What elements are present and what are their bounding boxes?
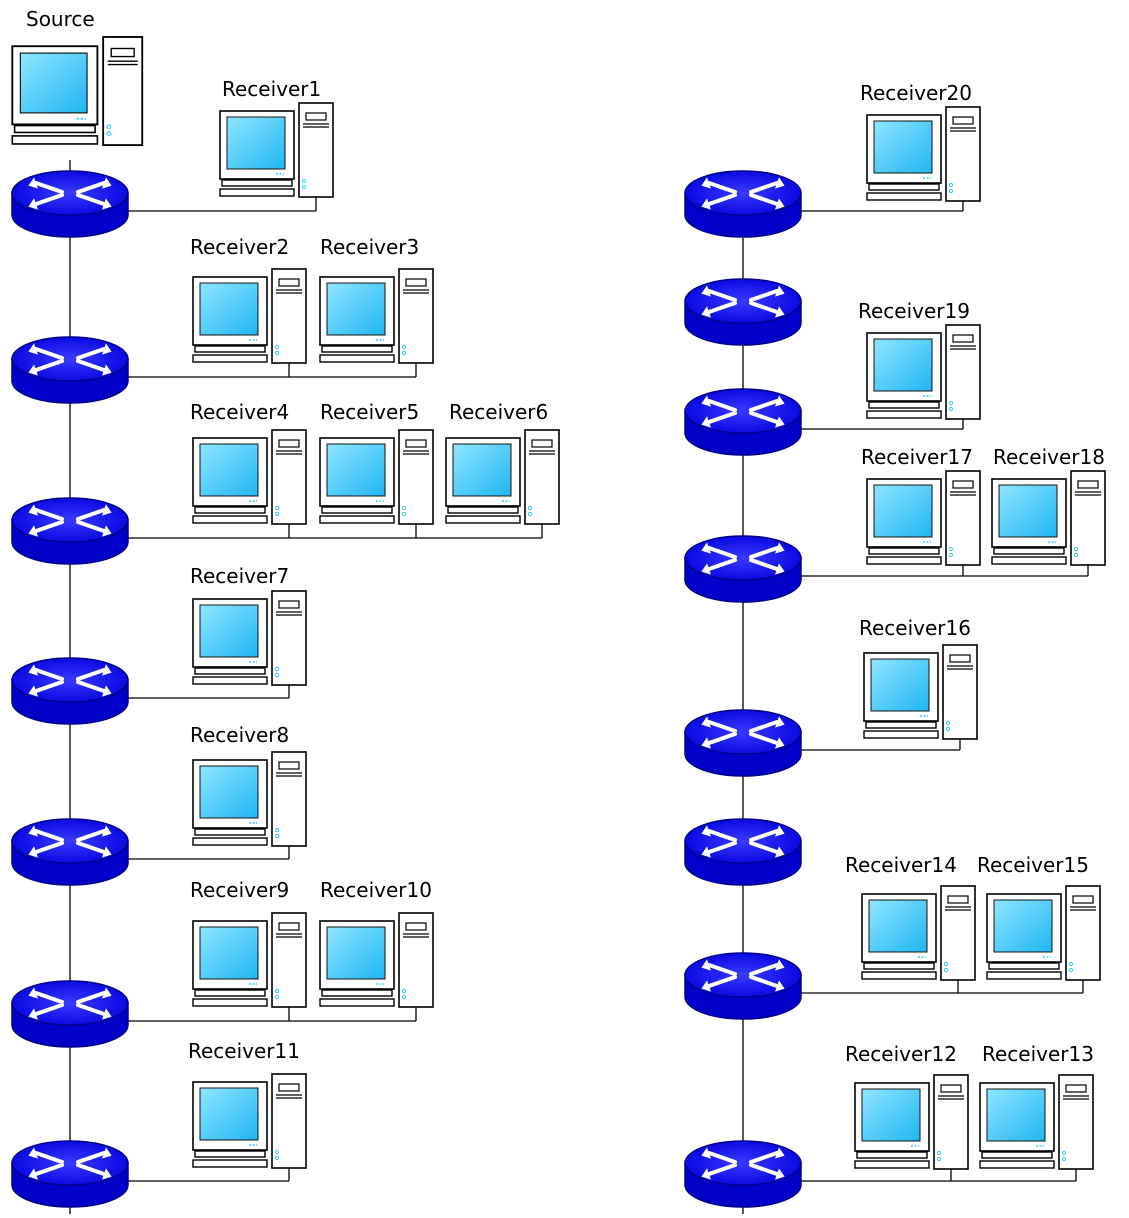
router-icon-right-8 xyxy=(684,1140,802,1208)
r4-label: Receiver4 xyxy=(190,400,289,424)
r19-label: Receiver19 xyxy=(858,299,970,323)
r17-computer-icon xyxy=(866,470,981,566)
router-icon-right-1 xyxy=(684,170,802,238)
router-icon-right-5 xyxy=(684,709,802,777)
r14-computer-icon xyxy=(861,885,976,981)
router-icon-right-4 xyxy=(684,535,802,603)
r19-computer-icon xyxy=(866,324,981,420)
router-icon-left-5 xyxy=(11,818,129,886)
r8-label: Receiver8 xyxy=(190,723,289,747)
r14-label: Receiver14 xyxy=(845,853,957,877)
r8-computer-icon xyxy=(192,751,307,847)
r9-computer-icon xyxy=(192,912,307,1008)
r12-label: Receiver12 xyxy=(845,1042,957,1066)
r17-label: Receiver17 xyxy=(861,445,973,469)
r20-computer-icon xyxy=(866,106,981,202)
router-icon-right-2 xyxy=(684,278,802,346)
router-icon-right-7 xyxy=(684,952,802,1020)
router-icon-left-7 xyxy=(11,1140,129,1208)
r15-label: Receiver15 xyxy=(977,853,1089,877)
r2-computer-icon xyxy=(192,268,307,364)
r1-label: Receiver1 xyxy=(222,77,321,101)
r4-computer-icon xyxy=(192,429,307,525)
r18-computer-icon xyxy=(991,470,1106,566)
router-icon-left-4 xyxy=(11,657,129,725)
r7-computer-icon xyxy=(192,590,307,686)
r9-label: Receiver9 xyxy=(190,878,289,902)
r1-computer-icon xyxy=(219,102,334,198)
r6-computer-icon xyxy=(445,429,560,525)
source-computer-icon xyxy=(11,36,144,147)
router-icon-left-2 xyxy=(11,336,129,404)
r11-label: Receiver11 xyxy=(188,1039,300,1063)
r6-label: Receiver6 xyxy=(449,400,548,424)
r12-computer-icon xyxy=(854,1074,969,1170)
r10-computer-icon xyxy=(319,912,434,1008)
r11-computer-icon xyxy=(192,1073,307,1169)
r15-computer-icon xyxy=(986,885,1101,981)
router-icon-right-6 xyxy=(684,818,802,886)
router-icon-left-6 xyxy=(11,980,129,1048)
r13-computer-icon xyxy=(979,1074,1094,1170)
r5-computer-icon xyxy=(319,429,434,525)
r20-label: Receiver20 xyxy=(860,81,972,105)
r5-label: Receiver5 xyxy=(320,400,419,424)
r2-label: Receiver2 xyxy=(190,235,289,259)
source-label: Source xyxy=(26,7,95,31)
router-icon-left-1 xyxy=(11,170,129,238)
r13-label: Receiver13 xyxy=(982,1042,1094,1066)
r3-computer-icon xyxy=(319,268,434,364)
router-icon-left-3 xyxy=(11,497,129,565)
r16-computer-icon xyxy=(863,644,978,740)
router-icon-right-3 xyxy=(684,388,802,456)
r16-label: Receiver16 xyxy=(859,616,971,640)
r7-label: Receiver7 xyxy=(190,564,289,588)
r3-label: Receiver3 xyxy=(320,235,419,259)
r18-label: Receiver18 xyxy=(993,445,1105,469)
r10-label: Receiver10 xyxy=(320,878,432,902)
